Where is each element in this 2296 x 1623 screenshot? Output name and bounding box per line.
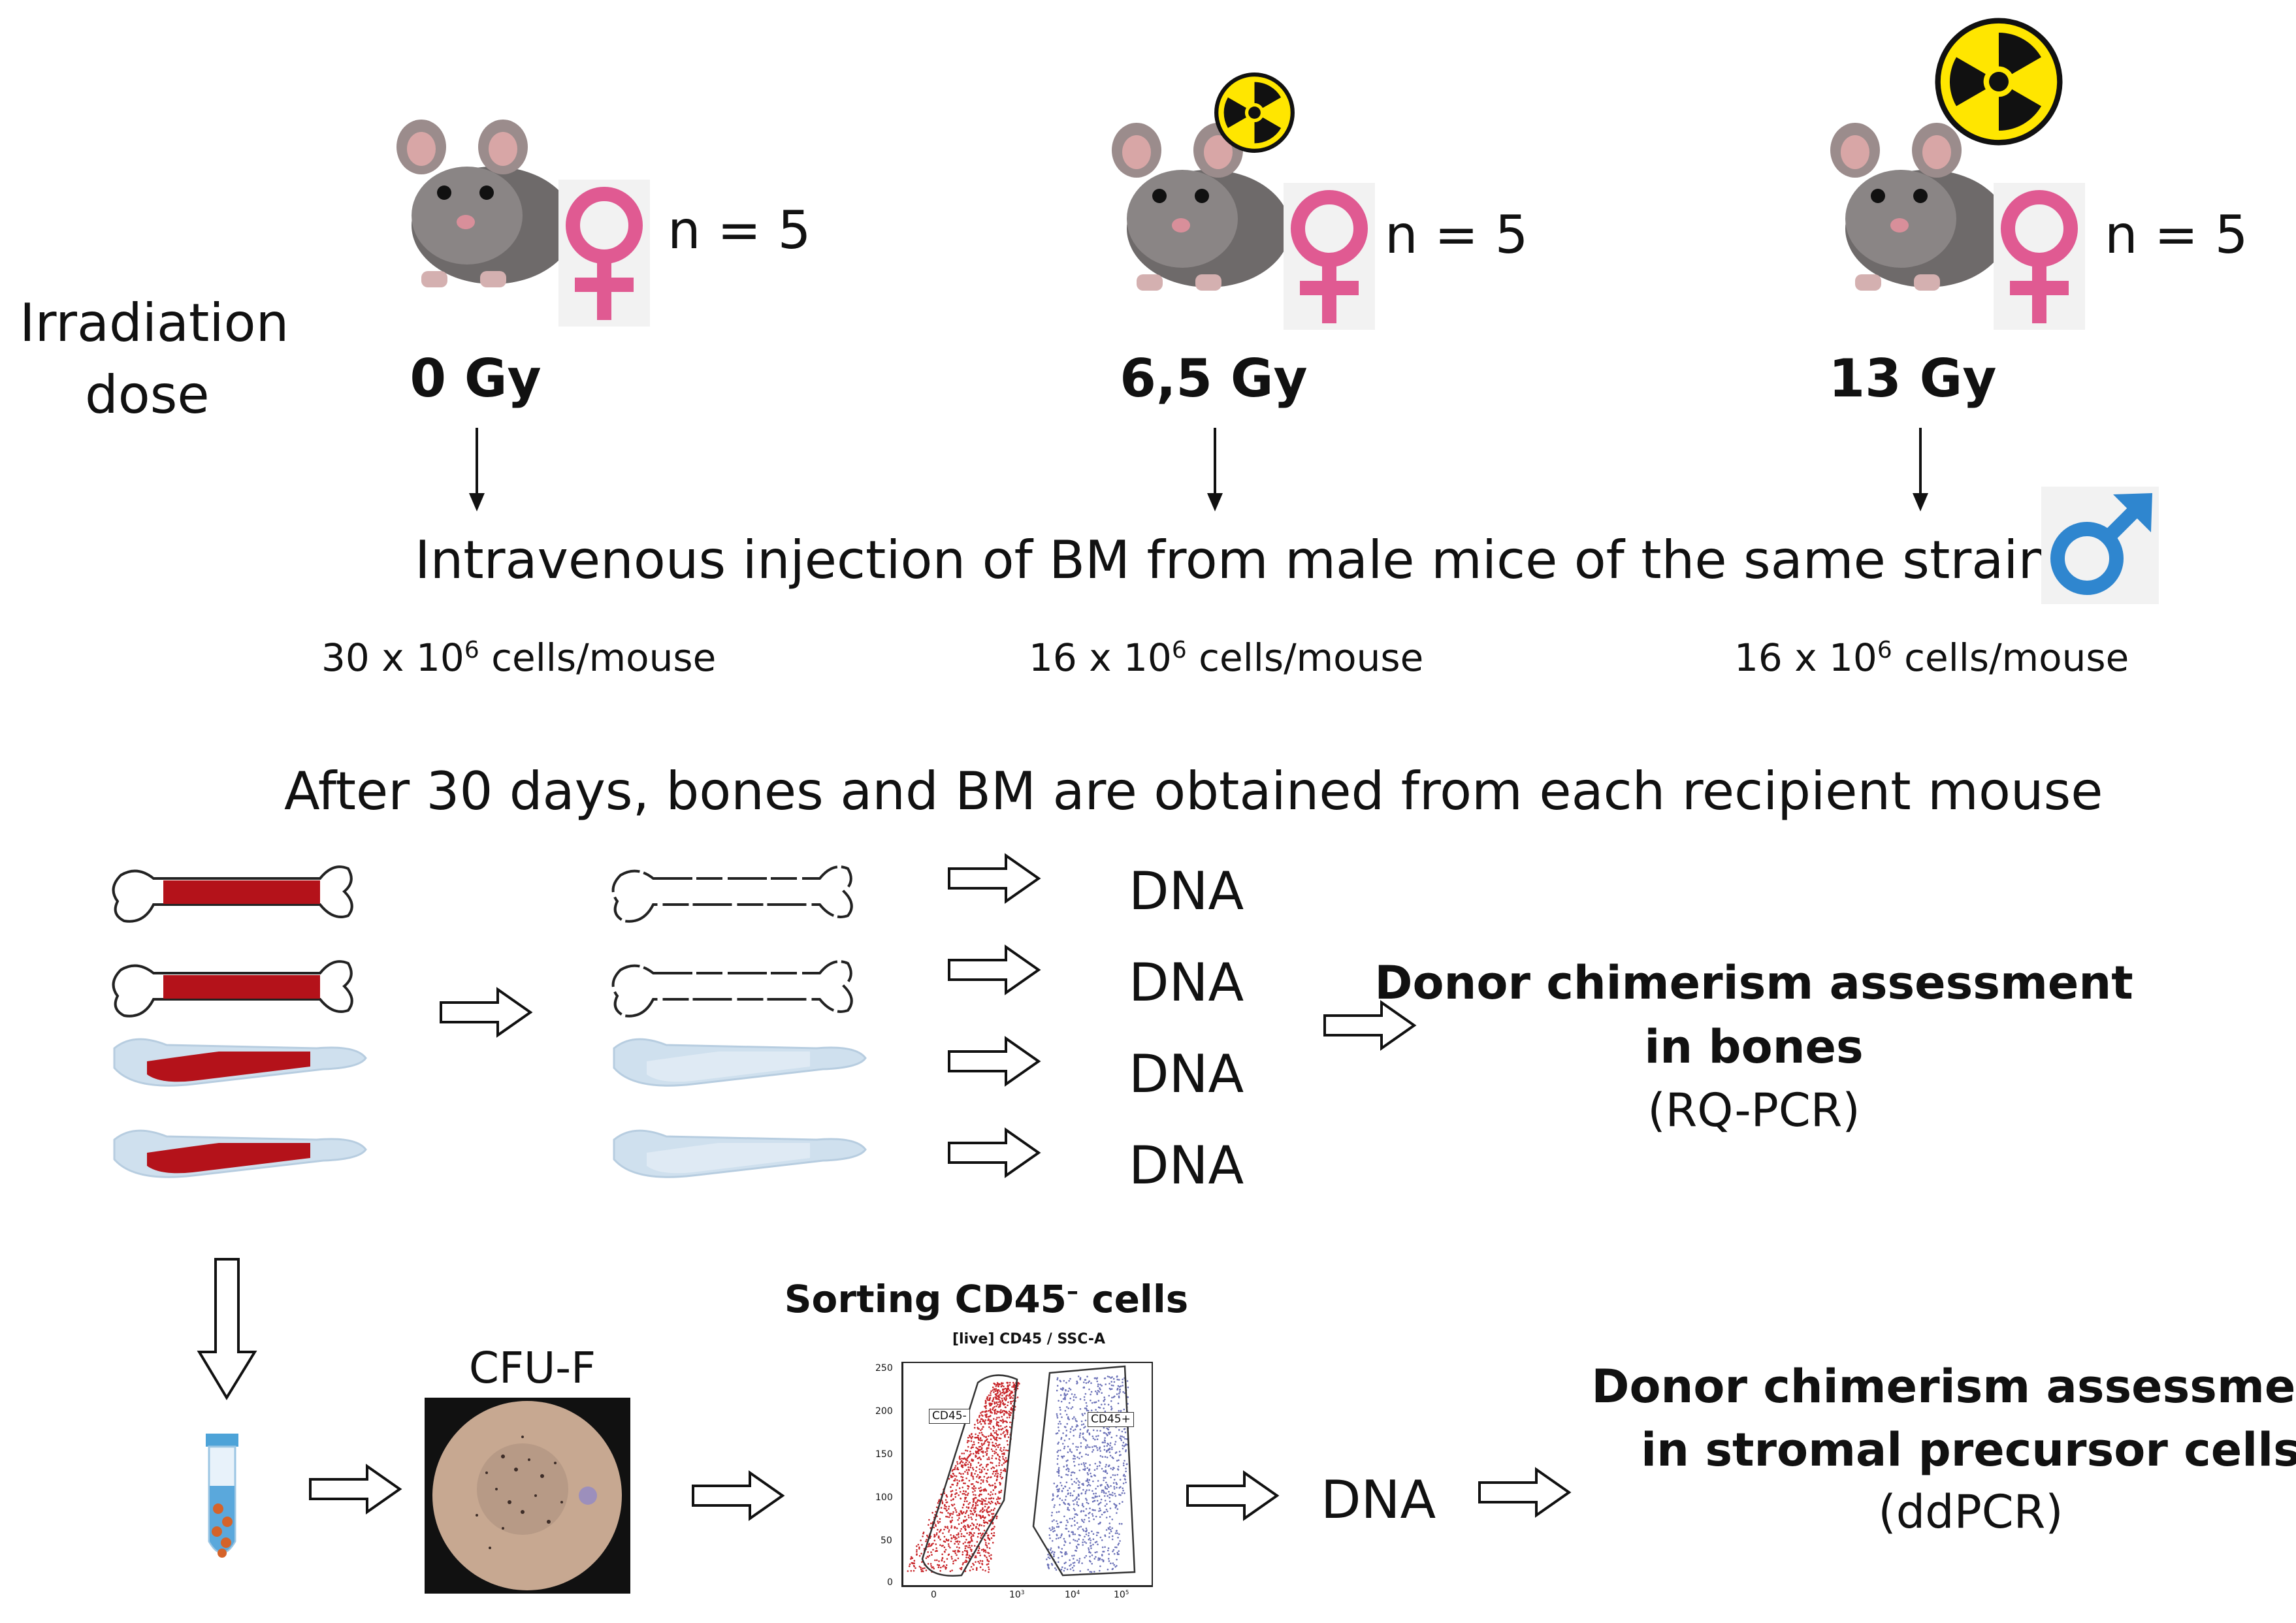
mouse-icon (1112, 123, 1290, 291)
dna-label: DNA (1129, 1135, 1244, 1196)
gate-label-cd45-pos: CD45+ (1088, 1412, 1134, 1427)
arrow-down-6-5gy (1207, 428, 1223, 511)
tibia-with-marrow-icon (113, 1129, 367, 1178)
cells-count: 16 x 10 (1029, 635, 1172, 680)
cells-unit: cells/mouse (1186, 635, 1424, 680)
flushed-femur-icon (611, 960, 853, 1018)
irradiation-label-line1: Irradiation (20, 293, 289, 353)
flow-cytometry-plot: [live] CD45 / SSC-A 250 200 150 100 50 0… (856, 1332, 1163, 1620)
x-tick-base: 10 (1009, 1590, 1021, 1600)
bones-assessment-method: (RQ-PCR) (1647, 1084, 1860, 1137)
bones-assessment-line2: in bones (1644, 1020, 1864, 1074)
x-tick-label: 0 (931, 1590, 937, 1600)
flushed-tibia-icon (613, 1129, 867, 1178)
flushed-femur-icon (611, 865, 853, 923)
group-n-label: n = 5 (668, 200, 811, 261)
mouse-icon (1830, 123, 2009, 291)
femur-with-marrow-icon (112, 960, 353, 1018)
y-tick-label: 150 (875, 1449, 893, 1460)
dna-label: DNA (1129, 861, 1244, 922)
open-arrow-right-icon (948, 1127, 1041, 1178)
open-arrow-right-icon (948, 944, 1041, 995)
female-symbol-icon (1284, 183, 1375, 330)
cells-per-mouse-6-5gy: 16 x 106 cells/mouse (1029, 639, 1423, 677)
cells-exponent: 6 (1877, 637, 1892, 664)
y-tick-label: 250 (875, 1363, 893, 1374)
female-symbol-icon (1994, 183, 2085, 330)
x-tick-exponent: 5 (1125, 1590, 1129, 1597)
bones-assessment-line1: Donor chimerism assessment (1374, 956, 2133, 1010)
group-n-label: n = 5 (1385, 204, 1528, 265)
stromal-assessment-line2: in stromal precursor cells (1641, 1423, 2296, 1477)
flushed-tibia-icon (613, 1038, 867, 1087)
y-tick-label: 200 (875, 1406, 893, 1417)
x-tick-label: 104 (1065, 1590, 1080, 1599)
y-tick-label: 50 (881, 1535, 892, 1546)
dna-label: DNA (1129, 952, 1244, 1013)
dna-label: DNA (1129, 1044, 1244, 1104)
sorting-title: Sorting CD45– cells (784, 1280, 1188, 1318)
radiation-icon (1214, 72, 1295, 153)
mouse-icon (396, 120, 575, 287)
open-arrow-right-icon (692, 1470, 785, 1521)
open-arrow-right-icon (1186, 1470, 1280, 1521)
flow-plot-title: [live] CD45 / SSC-A (952, 1331, 1105, 1347)
male-symbol-icon (2041, 487, 2159, 604)
cd45-negative-gate (921, 1374, 1018, 1577)
stromal-assessment-method: (ddPCR) (1878, 1485, 2063, 1539)
cells-per-mouse-13gy: 16 x 106 cells/mouse (1734, 639, 2129, 677)
y-tick-label: 0 (887, 1577, 893, 1588)
cells-per-mouse-0gy: 30 x 106 cells/mouse (321, 639, 716, 677)
arrow-down-0gy (469, 428, 485, 511)
y-tick-label: 100 (875, 1492, 893, 1503)
open-arrow-right-icon (440, 987, 533, 1038)
open-arrow-right-icon (948, 1036, 1041, 1087)
cd45-positive-events (1046, 1375, 1129, 1573)
cells-exponent: 6 (464, 637, 479, 664)
cfu-f-colony-image (425, 1398, 630, 1594)
x-tick-exponent: 3 (1020, 1590, 1025, 1597)
female-symbol-icon (558, 180, 650, 327)
open-arrow-right-icon (309, 1464, 402, 1515)
after-30-days-text: After 30 days, bones and BM are obtained… (284, 761, 2103, 822)
radiation-icon (1935, 18, 2063, 146)
x-tick-label: 103 (1009, 1590, 1024, 1599)
arrow-down-13gy (1913, 428, 1928, 511)
sorting-title-superscript: – (1067, 1278, 1079, 1306)
open-arrow-right-icon (1323, 1000, 1417, 1051)
open-arrow-right-icon (948, 853, 1041, 904)
cd45-positive-gate (1032, 1365, 1136, 1577)
cells-count: 16 x 10 (1734, 635, 1877, 680)
irradiation-label-line2: dose (85, 364, 210, 425)
cfu-f-label: CFU-F (468, 1343, 596, 1393)
flow-plot-axes (901, 1362, 1153, 1587)
dose-label: 6,5 Gy (1120, 348, 1308, 409)
cells-count: 30 x 10 (321, 635, 464, 680)
injection-text: Intravenous injection of BM from male mi… (415, 530, 2052, 590)
flow-plot-scatter (907, 1365, 1136, 1577)
dose-label: 0 Gy (410, 348, 542, 409)
open-arrow-down-icon (197, 1258, 257, 1400)
cells-exponent: 6 (1171, 637, 1187, 664)
gate-label-cd45-neg: CD45- (929, 1409, 970, 1424)
test-tube-icon (206, 1434, 238, 1558)
x-tick-base: 10 (1114, 1590, 1125, 1600)
x-tick-base: 10 (1065, 1590, 1076, 1600)
dose-label: 13 Gy (1828, 348, 1997, 409)
x-tick-exponent: 4 (1076, 1590, 1080, 1597)
cells-unit: cells/mouse (1892, 635, 2129, 680)
tibia-with-marrow-icon (113, 1038, 367, 1087)
sorting-title-suffix: cells (1078, 1277, 1189, 1321)
sorting-title-prefix: Sorting CD45 (784, 1277, 1067, 1321)
group-n-label: n = 5 (2105, 204, 2248, 265)
femur-with-marrow-icon (112, 865, 353, 923)
dna-label: DNA (1321, 1470, 1436, 1530)
x-tick-label: 105 (1114, 1590, 1129, 1599)
stromal-assessment-line1: Donor chimerism assessment (1591, 1360, 2296, 1413)
cells-unit: cells/mouse (479, 635, 717, 680)
open-arrow-right-icon (1478, 1467, 1572, 1518)
